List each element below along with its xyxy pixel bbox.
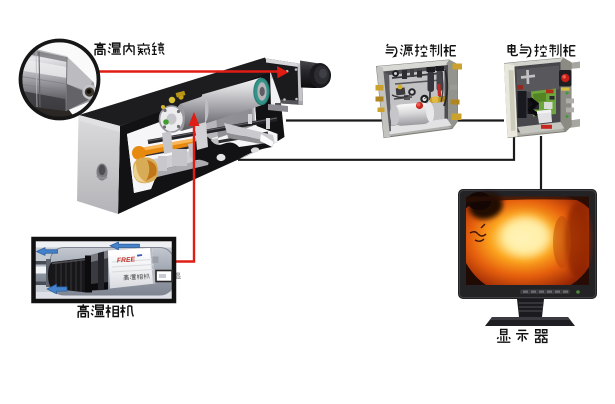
svg-text:FREE: FREE <box>117 256 136 264</box>
